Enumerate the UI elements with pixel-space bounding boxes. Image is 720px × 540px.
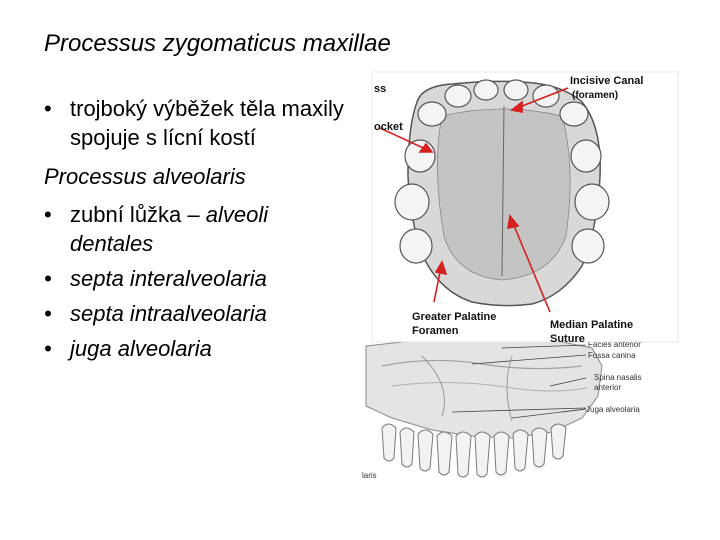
bullet-septa-interalveolaria: septa interalveolaria bbox=[44, 264, 354, 293]
bullet-zygomatic-description: trojboký výběžek těla maxily spojuje s l… bbox=[44, 94, 354, 152]
label-spina-nasalis: Spina nasalis bbox=[594, 373, 642, 382]
label-fragment-bottom-left: laris bbox=[362, 471, 377, 480]
bullet-septa-intraalveolaria: septa intraalveolaria bbox=[44, 299, 354, 328]
bullet-alveoli-dentales: zubní lůžka – alveoli dentales bbox=[44, 200, 354, 258]
label-incisive-canal-sub: (foramen) bbox=[572, 90, 618, 101]
palate-panel: Incisive Canal (foramen) ss ocket Greate… bbox=[371, 71, 679, 345]
anterior-maxilla-drawing: laris Facies anterior Fossa canina Spina… bbox=[362, 333, 642, 480]
bullet-text: juga alveolaria bbox=[70, 336, 212, 361]
label-juga-alveolaria: Juga alveolaria bbox=[586, 405, 640, 414]
label-greater-palatine: Greater Palatine bbox=[412, 311, 496, 323]
label-fragment-top-left: ss bbox=[374, 83, 386, 95]
bullet-text: zubní lůžka – bbox=[70, 202, 206, 227]
label-fragment-left: ocket bbox=[374, 121, 403, 133]
label-spina-nasalis-sub: anterior bbox=[594, 383, 621, 392]
subheading-processus-alveolaris: Processus alveolaris bbox=[44, 164, 246, 189]
slide-body: trojboký výběžek těla maxily spojuje s l… bbox=[44, 90, 354, 369]
bullet-text: trojboký výběžek těla maxily spojuje s l… bbox=[70, 96, 344, 150]
label-median-palatine-sub: Suture bbox=[550, 333, 585, 345]
bullet-text: septa intraalveolaria bbox=[70, 301, 267, 326]
label-incisive-canal: Incisive Canal bbox=[570, 75, 643, 87]
anatomy-figure: laris Facies anterior Fossa canina Spina… bbox=[362, 66, 682, 486]
bullet-juga-alveolaria: juga alveolaria bbox=[44, 334, 354, 363]
bullet-text-italic: alveoli dentales bbox=[70, 202, 269, 256]
label-median-palatine: Median Palatine bbox=[550, 319, 633, 331]
bullet-text: septa interalveolaria bbox=[70, 266, 267, 291]
teeth-row bbox=[381, 423, 567, 478]
label-greater-palatine-sub: Foramen bbox=[412, 325, 459, 337]
label-facies-anterior: Facies anterior bbox=[588, 340, 641, 349]
label-fossa-canina: Fossa canina bbox=[588, 351, 636, 360]
slide-title: Processus zygomaticus maxillae bbox=[44, 30, 391, 57]
maxilla-illustration: laris Facies anterior Fossa canina Spina… bbox=[362, 71, 679, 480]
